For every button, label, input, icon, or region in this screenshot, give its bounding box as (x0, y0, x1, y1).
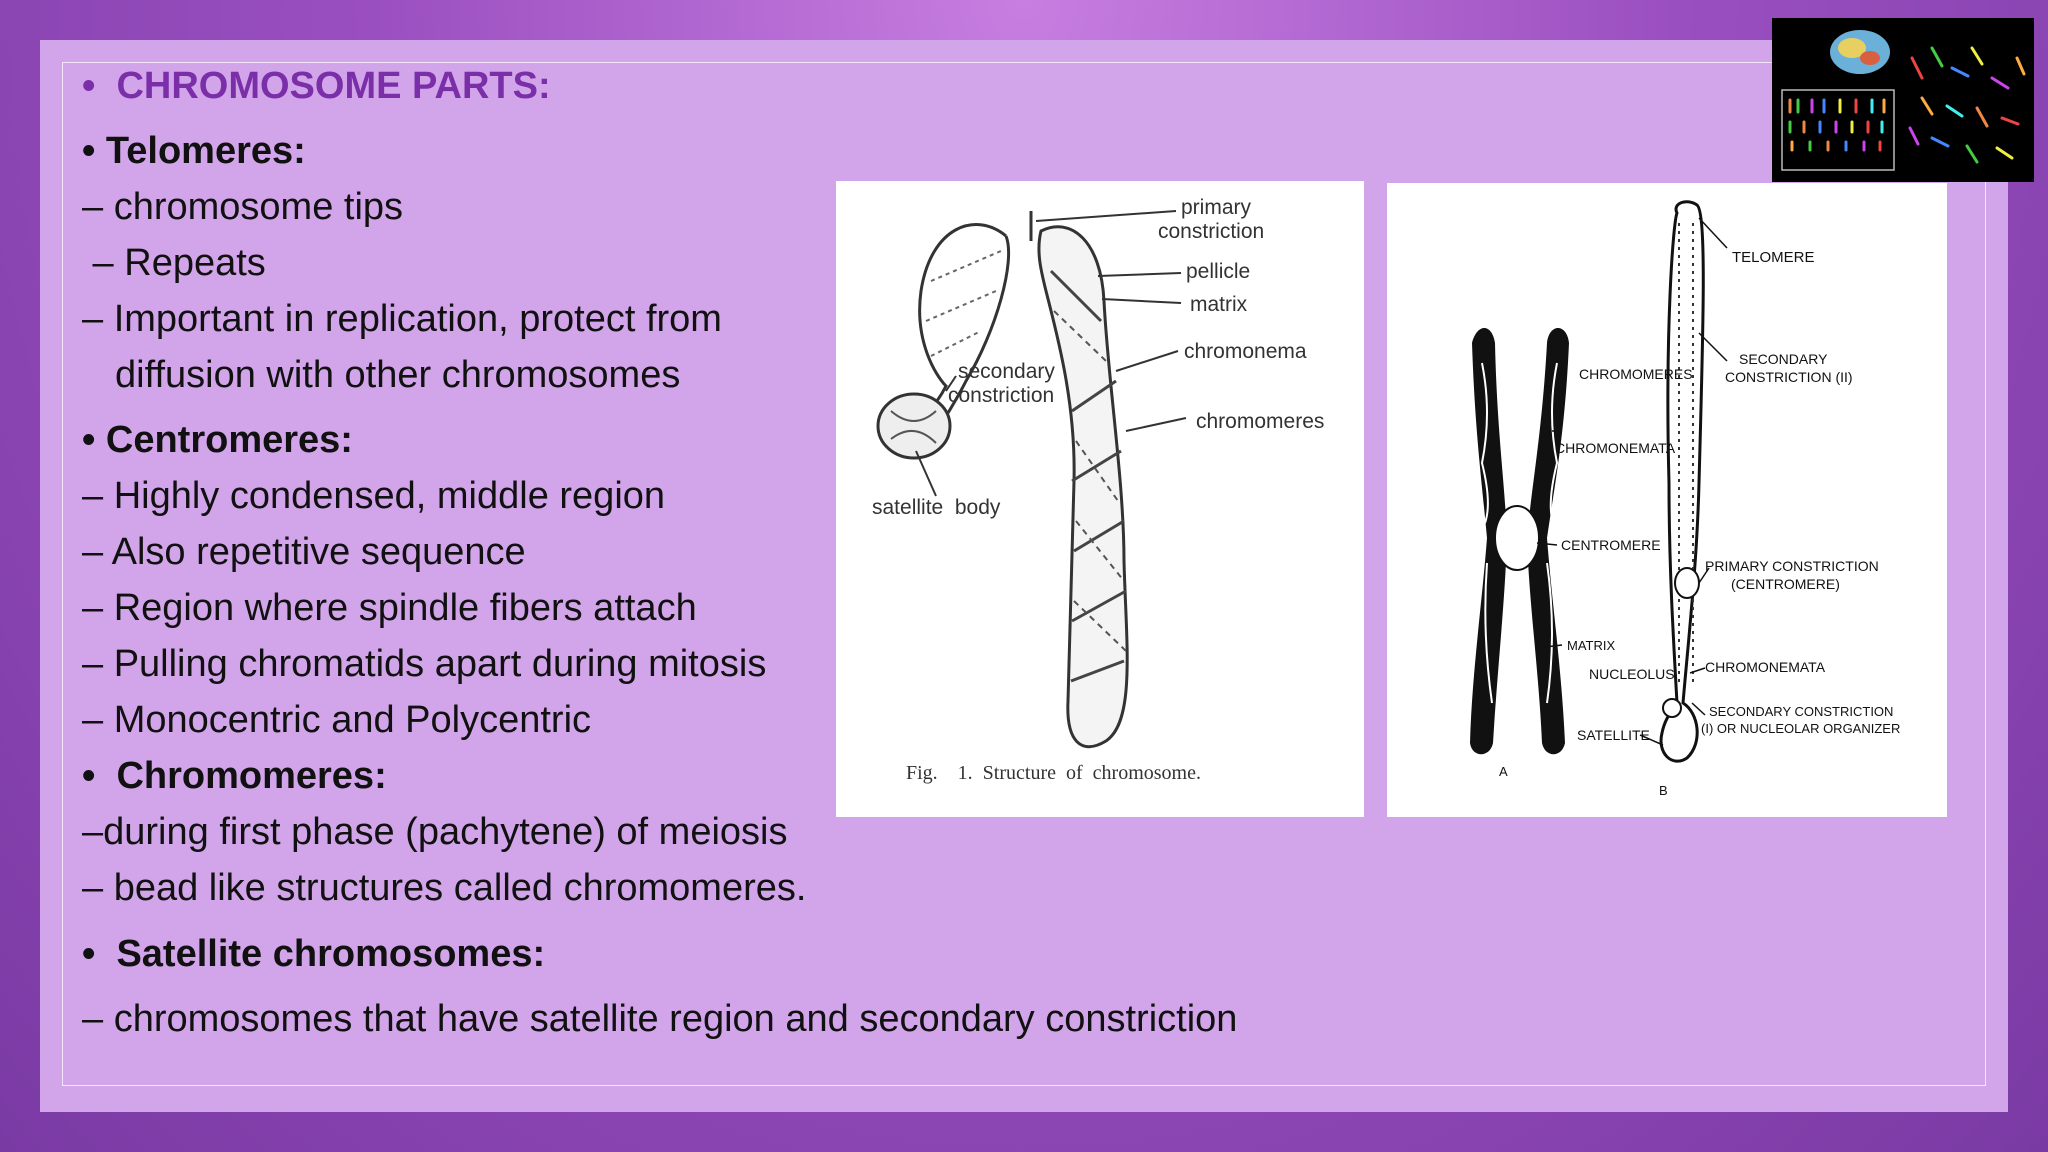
label-secondary: secondary (958, 360, 1055, 383)
label-secondary-2: SECONDARY CONSTRICTION (1709, 704, 1893, 719)
telomeres-line-4: diffusion with other chromosomes (115, 354, 681, 396)
chromosome-drawing-1: primary constriction pellicle matrix chr… (872, 196, 1324, 784)
label-a: A (1499, 764, 1508, 779)
centromeres-line-1: – Highly condensed, middle region (82, 475, 666, 517)
label-centromere: CENTROMERE (1561, 537, 1661, 553)
chromosome-figure-1: primary constriction pellicle matrix chr… (836, 181, 1364, 817)
centromeres-line-4: – Pulling chromatids apart during mitosi… (82, 643, 767, 685)
centromeres-line-5: – Monocentric and Polycentric (82, 699, 592, 741)
heading-text: CHROMOSOME PARTS: (116, 65, 551, 107)
label-chromonemata: CHROMONEMATA (1555, 440, 1676, 456)
telomeres-line-2: – Repeats (82, 242, 266, 284)
label-primary-constriction: PRIMARY CONSTRICTION (1705, 558, 1879, 574)
satellite-title: • Satellite chromosomes: (82, 933, 546, 975)
satellite-line-1: – chromosomes that have satellite region… (82, 998, 1238, 1040)
label-pellicle: pellicle (1186, 260, 1250, 283)
chromomeres-line-2: – bead like structures called chromomere… (82, 867, 807, 909)
label-chromomeres: CHROMOMERES (1579, 366, 1693, 382)
label-secondary-constriction: constriction (948, 384, 1054, 407)
label-nucleolus: NUCLEOLUS (1589, 666, 1675, 682)
bullet: • (82, 65, 96, 107)
centromeres-title: • Centromeres: (82, 419, 353, 461)
slide-heading: • CHROMOSOME PARTS: (82, 64, 551, 110)
label-matrix: matrix (1190, 293, 1248, 316)
figure-caption: Fig. 1. Structure of chromosome. (906, 762, 1201, 784)
label-matrix: MATRIX (1567, 638, 1615, 653)
label-telomere: TELOMERE (1732, 249, 1815, 266)
chromomeres-line-1: –during first phase (pachytene) of meios… (82, 811, 788, 853)
telomeres-line-3: – Important in replication, protect from (82, 298, 722, 340)
label-chromonema: chromonema (1184, 340, 1307, 363)
label-secondary-1b: CONSTRICTION (II) (1725, 369, 1853, 385)
label-secondary-2b: (I) OR NUCLEOLAR ORGANIZER (1701, 721, 1900, 736)
centromeres-line-3: – Region where spindle fibers attach (82, 587, 697, 629)
label-b: B (1659, 783, 1668, 798)
telomeres-title: • Telomeres: (82, 130, 306, 172)
chromosome-drawing-2: TELOMERE SECONDARY CONSTRICTION (II) CHR… (1470, 200, 1900, 798)
label-secondary-1: SECONDARY (1739, 351, 1828, 367)
centromeres-line-2: – Also repetitive sequence (82, 531, 526, 573)
telomeres-line-1: – chromosome tips (82, 186, 404, 228)
karyotype-image (1772, 18, 2034, 182)
slide-frame (62, 62, 1986, 1086)
label-primary: primary (1181, 196, 1252, 219)
label-primary-constriction: constriction (1158, 220, 1264, 243)
label-chromonemata-2: CHROMONEMATA (1705, 659, 1826, 675)
chromosome-figure-2: TELOMERE SECONDARY CONSTRICTION (II) CHR… (1387, 183, 1947, 817)
label-satellite-body: satellite body (872, 496, 1001, 519)
label-primary-centromere: (CENTROMERE) (1731, 576, 1840, 592)
label-chromomeres: chromomeres (1196, 410, 1324, 433)
label-satellite: SATELLITE (1577, 727, 1650, 743)
karyotype-drawing (1772, 18, 2034, 182)
chromomeres-title: • Chromomeres: (82, 755, 387, 797)
